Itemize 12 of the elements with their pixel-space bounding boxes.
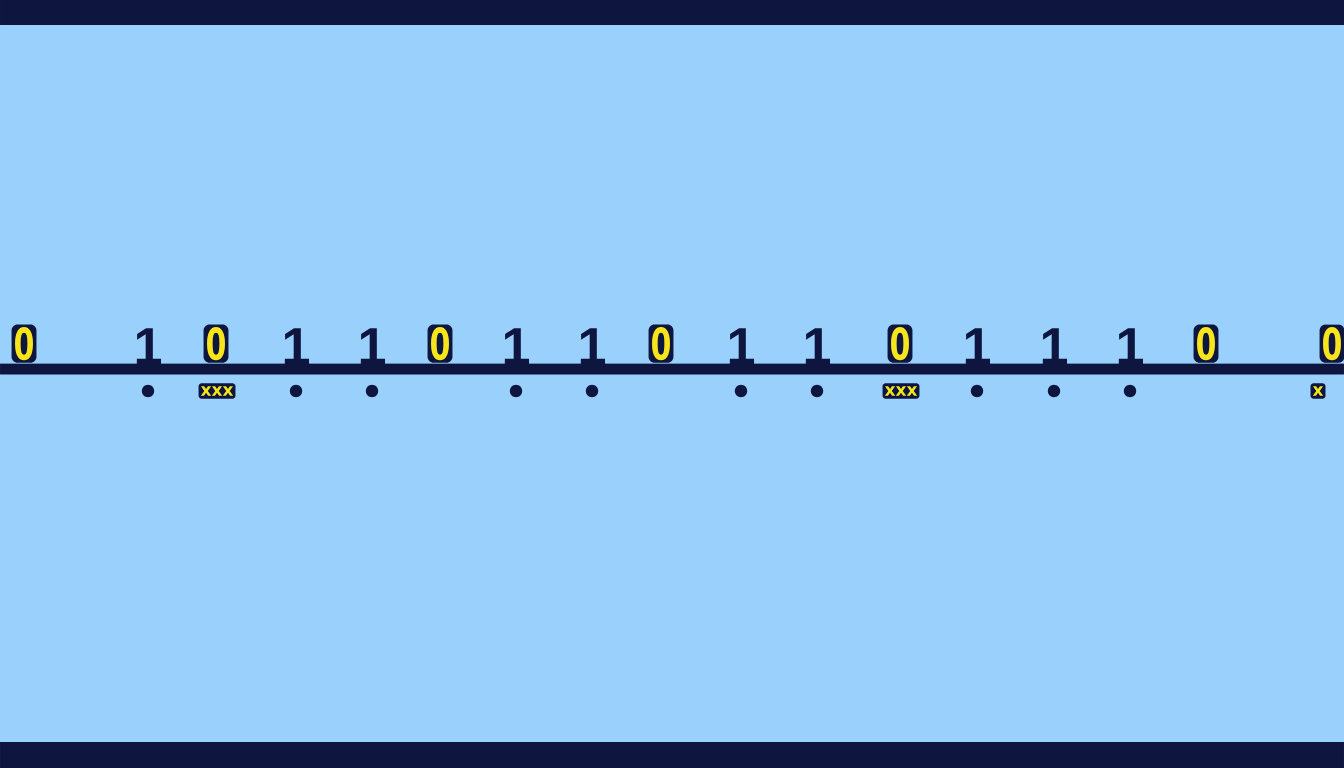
digit: 1 — [729, 328, 754, 364]
digit: 1 — [1042, 328, 1067, 364]
digit: 1 — [504, 328, 530, 364]
mark-box: xxx — [882, 383, 920, 399]
digit: 1 — [805, 328, 830, 364]
digit: 1 — [1118, 328, 1143, 364]
digit: 1 — [360, 328, 386, 364]
digit: 1 — [136, 328, 162, 364]
digit: 1 — [965, 328, 990, 364]
digit: 1 — [580, 328, 606, 364]
mark-box: xxx — [198, 383, 236, 399]
digit: 1 — [284, 328, 310, 364]
